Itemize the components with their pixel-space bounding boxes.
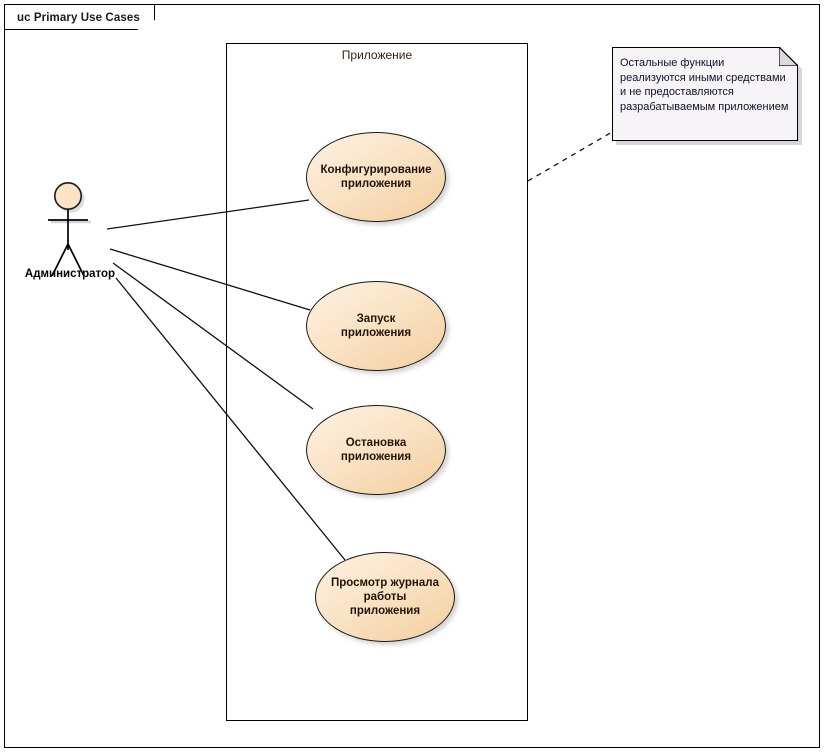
actor-administrator[interactable] xyxy=(24,178,116,288)
use-case-start-line1: Запуск приложения xyxy=(340,313,412,339)
use-case-view-log[interactable]: Просмотр журнала работы приложения xyxy=(315,552,455,642)
use-case-stop-label: Остановка приложения xyxy=(327,436,425,464)
use-case-stop-line2: приложения xyxy=(340,451,412,463)
use-case-stop-line1: Остановка xyxy=(345,437,407,449)
system-boundary-label: Приложение xyxy=(341,48,413,62)
diagram-frame-tab-text-wrap: uc Primary Use Cases xyxy=(5,5,155,30)
use-case-stop[interactable]: Остановка приложения xyxy=(306,405,446,495)
use-case-start-label: Запуск приложения xyxy=(307,312,445,340)
diagram-title: uc Primary Use Cases xyxy=(17,11,140,24)
note-text: Остальные функции реализуются иными сред… xyxy=(620,57,789,113)
use-case-view-log-line1: Просмотр журнала xyxy=(331,577,439,589)
use-case-configure-line2: приложения xyxy=(340,178,412,190)
note-fold-corner-icon xyxy=(779,47,798,66)
actor-leg-right xyxy=(67,243,85,277)
diagram-frame xyxy=(4,4,820,748)
use-case-configure-line1: Конфигурирование xyxy=(320,164,432,176)
use-case-start[interactable]: Запуск приложения xyxy=(306,281,446,371)
use-case-configure-label: Конфигурирование приложения xyxy=(306,163,445,191)
note-box[interactable] xyxy=(612,47,798,141)
use-case-view-log-label: Просмотр журнала работы приложения xyxy=(316,576,454,618)
use-case-configure[interactable]: Конфигурирование приложения xyxy=(306,132,446,222)
actor-head xyxy=(53,182,82,210)
use-case-view-log-line2: работы приложения xyxy=(349,591,421,617)
actor-leg-left xyxy=(51,243,69,277)
actor-administrator-label: Администратор xyxy=(24,268,116,280)
diagram-frame-tab xyxy=(5,5,155,30)
